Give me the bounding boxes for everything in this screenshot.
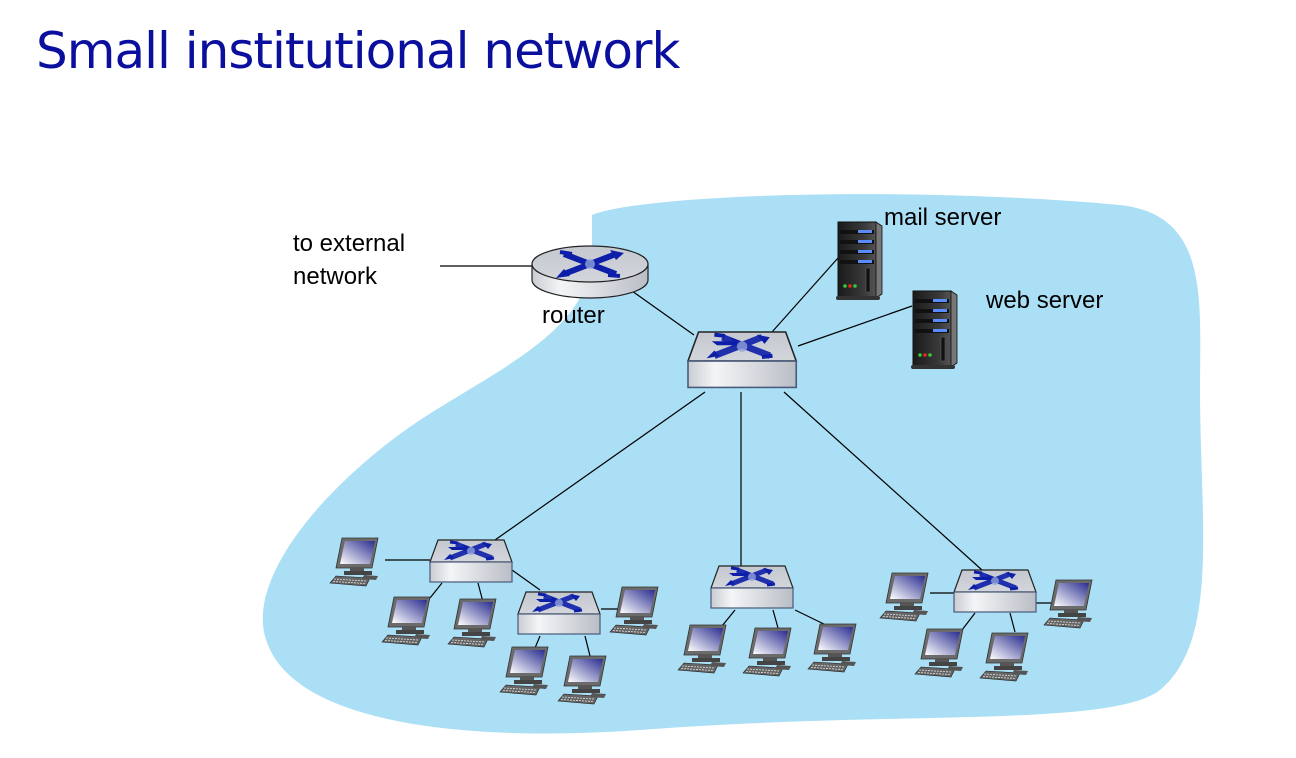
link	[961, 612, 976, 631]
switch-left-icon[interactable]	[430, 540, 512, 582]
web-server-icon[interactable]	[910, 290, 958, 370]
link-core-left	[494, 391, 706, 541]
switch-middle-icon[interactable]	[711, 566, 793, 608]
link	[584, 635, 591, 657]
link	[534, 635, 541, 649]
web-server-label: web server	[985, 287, 1103, 314]
link	[794, 609, 829, 627]
switch-right-icon[interactable]	[954, 570, 1036, 612]
external-network-label-line2: network	[293, 263, 378, 290]
link	[721, 609, 736, 627]
link	[429, 582, 443, 599]
external-network-label-line1: to external	[293, 230, 405, 257]
page-title: Small institutional network	[36, 22, 680, 80]
core-switch-icon[interactable]	[688, 332, 796, 387]
link-router-core	[631, 290, 695, 336]
institutional-network-area	[262, 194, 1204, 734]
switch-left-sub-icon[interactable]	[518, 592, 600, 634]
router-icon[interactable]	[532, 246, 648, 298]
link	[511, 569, 541, 591]
link	[772, 609, 779, 629]
links	[385, 257, 1058, 657]
mail-server-label: mail server	[884, 204, 1001, 231]
link-core-mail	[771, 257, 839, 333]
link-core-web	[797, 305, 913, 347]
mail-server-icon[interactable]	[835, 221, 883, 301]
link-core-right	[783, 391, 983, 571]
link	[1009, 612, 1016, 633]
router-label: router	[542, 302, 605, 329]
